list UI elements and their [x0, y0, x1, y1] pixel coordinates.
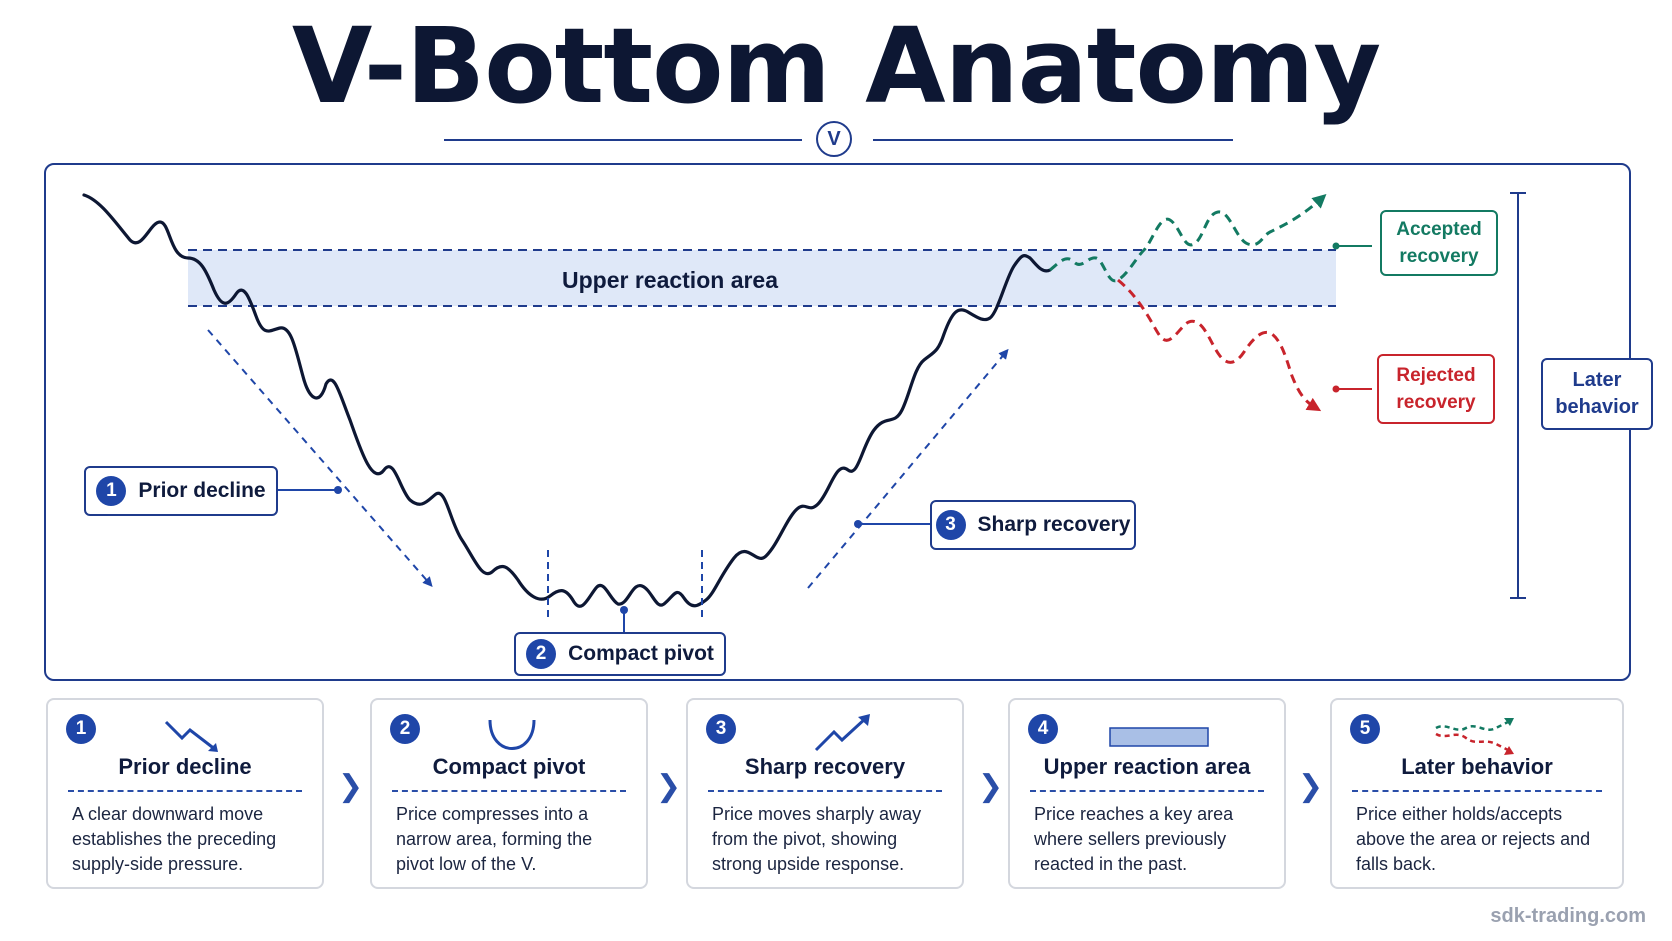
page-title: V-Bottom Anatomy	[291, 5, 1381, 127]
zone-bar-icon	[1109, 727, 1209, 747]
step-title: Compact pivot	[432, 754, 586, 779]
watermark: sdk-trading.com	[1490, 905, 1646, 927]
next-chevron-4: ❯	[1298, 769, 1324, 804]
callout-number: 2	[526, 639, 557, 669]
upper-reaction-zone	[188, 250, 1336, 306]
split-path-icon	[1435, 718, 1514, 755]
step-description: A clear downward move establishes the pr…	[72, 804, 277, 874]
down-trend-arrow-icon	[164, 720, 218, 752]
later-behavior-label: Later behavior	[1541, 358, 1653, 430]
title-rule-left	[444, 139, 802, 141]
accepted-path	[1049, 193, 1327, 283]
step-title: Sharp recovery	[744, 754, 906, 779]
u-curve-icon	[488, 719, 536, 750]
step-card-3: 3 Sharp recovery Price moves sharply awa…	[686, 698, 964, 889]
step-divider	[708, 790, 942, 792]
step-card-1: 1 Prior decline A clear downward move es…	[46, 698, 324, 889]
callout-sharp-recovery: 3 Sharp recovery	[930, 500, 1136, 550]
accepted-connector-dot	[1332, 242, 1340, 250]
reaction-area-label: Upper reaction area	[562, 267, 778, 293]
step-description: Price compresses into a narrow area, for…	[396, 804, 593, 874]
step-description: Price moves sharply away from the pivot,…	[712, 804, 922, 874]
step-title: Upper reaction area	[1043, 754, 1251, 779]
step-divider	[1030, 790, 1264, 792]
compact-pivot-dot	[620, 606, 628, 614]
step-divider	[392, 790, 626, 792]
callout-label: Sharp recovery	[977, 513, 1131, 536]
rejected-recovery-label: Rejected recovery	[1377, 354, 1495, 424]
step-card-4: 4 Upper reaction area Price reaches a ke…	[1008, 698, 1286, 889]
callout-compact-pivot: 2 Compact pivot	[514, 632, 726, 676]
decline-trend-arrow	[207, 329, 433, 588]
accepted-recovery-label: Accepted recovery	[1380, 210, 1498, 276]
next-chevron-3: ❯	[978, 769, 1004, 804]
callout-number: 1	[96, 476, 127, 506]
step-title: Prior decline	[118, 754, 252, 779]
step-number: 3	[706, 714, 736, 744]
title-badge: V	[816, 121, 852, 157]
step-card-2: 2 Compact pivot Price compresses into a …	[370, 698, 648, 889]
step-number: 5	[1350, 714, 1380, 744]
step-description: Price either holds/accepts above the are…	[1356, 804, 1591, 874]
prior-decline-dot	[334, 486, 342, 494]
rejected-connector-dot	[1332, 385, 1340, 393]
price-line	[82, 193, 1052, 608]
step-divider	[68, 790, 302, 792]
next-chevron-1: ❯	[338, 769, 364, 804]
step-title: Later behavior	[1401, 754, 1553, 779]
step-card-5: 5 Later behavior Price either holds/acce…	[1330, 698, 1624, 889]
callout-label: Compact pivot	[568, 642, 714, 665]
title-rule-right	[873, 139, 1233, 141]
step-number: 2	[390, 714, 420, 744]
callout-number: 3	[935, 510, 966, 540]
next-chevron-2: ❯	[656, 769, 682, 804]
sharp-recovery-dot	[854, 520, 862, 528]
up-trend-arrow-icon	[814, 714, 870, 752]
callout-label: Prior decline	[138, 479, 266, 502]
step-divider	[1352, 790, 1602, 792]
step-description: Price reaches a key area where sellers p…	[1034, 804, 1234, 874]
callout-prior-decline: 1 Prior decline	[84, 466, 278, 516]
rejected-path	[1117, 278, 1322, 412]
step-number: 4	[1028, 714, 1058, 744]
step-number: 1	[66, 714, 96, 744]
